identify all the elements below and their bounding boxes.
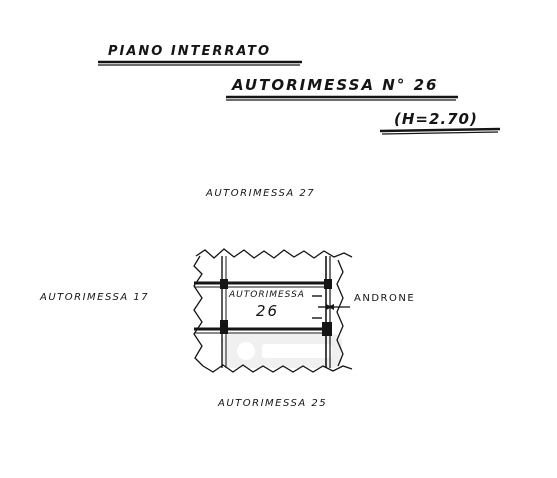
- ceiling-height-note: (H=2.70): [394, 110, 478, 128]
- unit-title: AUTORIMESSA N° 26: [232, 76, 439, 94]
- column-posts: [220, 279, 332, 336]
- unit-walls: [194, 256, 331, 368]
- neighbor-label-east: ANDRONE: [354, 293, 416, 304]
- unit-label: AUTORIMESSA: [229, 290, 305, 300]
- unit-number: 26: [256, 302, 280, 320]
- entrance-arrow: [328, 304, 350, 310]
- title-underlines: [98, 60, 501, 135]
- break-lines: [193, 248, 353, 373]
- neighbor-label-west: AUTORIMESSA 17: [40, 292, 150, 303]
- floor-title: PIANO INTERRATO: [108, 44, 272, 59]
- neighbor-label-north: AUTORIMESSA 27: [206, 188, 316, 199]
- neighbor-label-south: AUTORIMESSA 25: [218, 398, 328, 409]
- watermark-logo: [222, 334, 342, 368]
